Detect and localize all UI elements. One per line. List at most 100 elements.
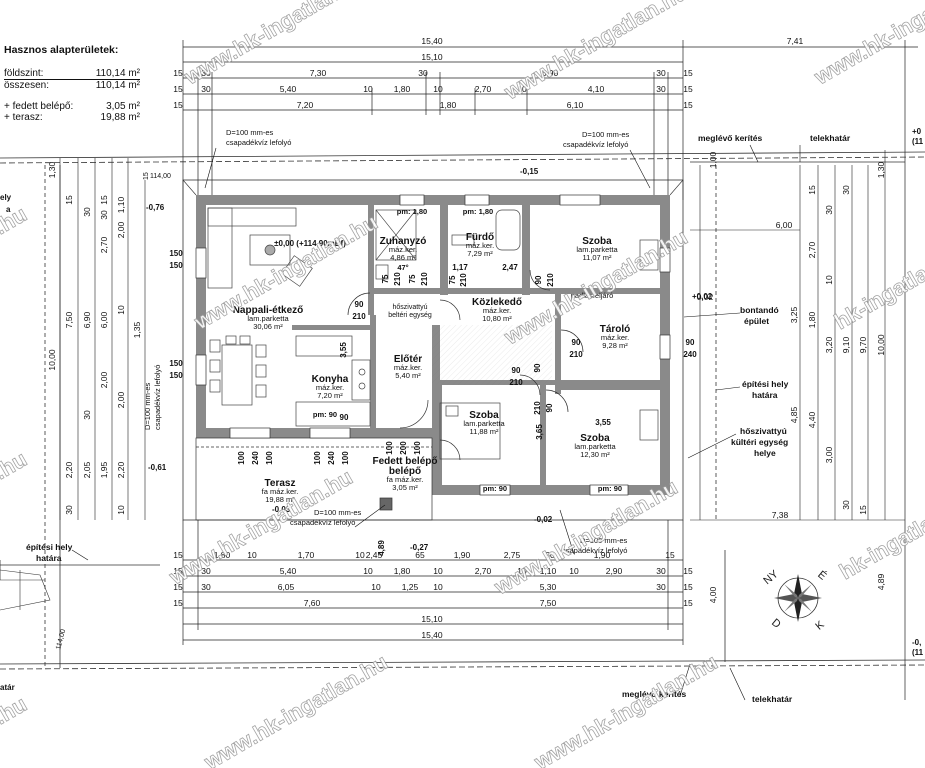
room-tarolo-name: Tároló — [600, 324, 631, 335]
dim-label: 5,30 — [540, 582, 557, 592]
elevation-label: ±0,00 (+114,90mBf) — [274, 239, 346, 248]
dim-label: 15 — [173, 550, 183, 560]
downpipe-note: D=100 mm-es — [226, 128, 274, 137]
dim-label: 2,20 — [116, 461, 126, 478]
boundary-label: telekhatár — [810, 133, 851, 143]
parapet-label: pm: 1,80 — [463, 207, 493, 216]
room-kozlekedo-name: Közlekedő — [472, 297, 522, 308]
downpipe-note: D=100 mm-es — [582, 130, 630, 139]
annotations: D=100 mm-es csapadékvíz lefolyó D=100 mm… — [143, 128, 630, 555]
dim-label: 4,40 — [807, 411, 817, 428]
dim-label: 10 — [824, 275, 834, 285]
dim-label: 1,90 — [454, 550, 471, 560]
room-szoba3-name: Szoba — [580, 433, 610, 444]
dim-label: 30 — [841, 500, 851, 510]
room-fedett-area: 3,05 m² — [392, 483, 418, 492]
dim-label: 1,80 — [440, 100, 457, 110]
dim-label: 15 — [683, 68, 693, 78]
room-szoba1-name: Szoba — [582, 236, 612, 247]
interior-dims: 150 150 150 150 90 210 3,55 75 210 75 21… — [169, 249, 697, 556]
usable-area-summary: Hasznos alapterületek: földszint:110,14 … — [4, 44, 140, 123]
leader-lines — [71, 144, 801, 701]
dim-label: 10 — [517, 84, 527, 94]
dim-top-15-40: 15,40 — [421, 36, 443, 46]
left-dim-lines — [59, 158, 146, 520]
left-stair — [0, 569, 51, 611]
compass-d: D — [769, 617, 783, 631]
dim-label: 15 — [173, 566, 183, 576]
attic-label: padlásfeljáró — [571, 291, 614, 300]
watermark: www.hk-ingatlan.hu — [199, 649, 392, 768]
bottom-dim-text: 15 1,80 10 1,70 10 2,45 65 1,90 2,75 90 … — [173, 550, 693, 640]
room-szoba1-floor: lam.parketta — [576, 245, 618, 254]
dim-label: 10 — [433, 84, 443, 94]
room-konyha-floor: máz.ker. — [316, 383, 344, 392]
right-dim-text: 10,00 9,70 9,10 3,20 4,40 3,00 4,85 3,25… — [697, 151, 886, 603]
dim-label: 0,02 — [697, 292, 714, 302]
dim-label: 30 — [201, 582, 211, 592]
watermark: www.hk-ingatlan.hu — [164, 464, 357, 590]
dim-label: 2,00 — [116, 391, 126, 408]
dim-label: 114,00 — [55, 628, 67, 650]
int-dim: 100 — [385, 441, 394, 455]
dim-label: 1,80 — [394, 566, 411, 576]
room-fedett-name: Fedett belépő — [372, 456, 437, 467]
watermark: hk-ingatlan.hu — [830, 238, 925, 335]
angle-label: 47° — [397, 263, 408, 272]
dim-label: 10,00 — [47, 349, 57, 371]
dim-label: 6,05 — [278, 582, 295, 592]
room-szoba2-floor: lam.parketta — [463, 419, 505, 428]
dim-label: 15 — [64, 195, 74, 205]
dim-label: 10 — [116, 505, 126, 515]
room-tarolo-floor: máz.ker. — [601, 333, 629, 342]
dim-label: 6,00 — [776, 220, 793, 230]
cut-label: ely — [0, 193, 12, 202]
dim-label: 7,30 — [310, 68, 327, 78]
int-dim: 210 — [420, 272, 429, 286]
watermark: .hu — [0, 446, 31, 484]
downpipe-note: D=100 mm-es — [143, 382, 152, 430]
dim-label: 15 — [683, 84, 693, 94]
level-markers: -0,76 -0,61 -0,15 -0,02 -0,27 +0,02 -0,0… — [146, 127, 924, 657]
int-dim: 210 — [569, 350, 583, 359]
downpipe-note: D=100 mm-es — [580, 536, 628, 545]
room-eloter-floor: máz.ker. — [394, 363, 422, 372]
outer-walls — [182, 179, 684, 521]
int-dim: 75 — [408, 274, 417, 283]
dim-label: 15 — [858, 505, 868, 515]
dim-label: 30 — [841, 185, 851, 195]
dim-top-15-10: 15,10 — [421, 52, 443, 62]
dim-label: 1,10 — [116, 196, 126, 213]
dim-label: 2,75 — [504, 550, 521, 560]
dim-label: 15 — [683, 100, 693, 110]
downpipe-note: csapadékvíz lefolyó — [290, 518, 355, 527]
int-dim: 90 — [533, 363, 542, 372]
int-dim: 210 — [509, 378, 523, 387]
dim-label: 2,70 — [99, 236, 109, 253]
dim-label: 1,35 — [132, 321, 142, 338]
room-eloter-name: Előtér — [394, 354, 422, 365]
downpipe-note: csapadékvíz lefolyó — [153, 365, 162, 430]
room-nappali-name: Nappali-étkező — [233, 305, 304, 316]
room-szoba2-name: Szoba — [469, 410, 499, 421]
dim-label: 30 — [82, 410, 92, 420]
dim-label: 15 — [173, 598, 183, 608]
dim-label: 4,10 — [588, 84, 605, 94]
room-terasz-floor: fa máz.ker. — [262, 487, 299, 496]
int-dim: 210 — [546, 273, 555, 287]
dim-label: 3,25 — [789, 306, 799, 323]
dim-label: 15 — [173, 582, 183, 592]
dim-label: 4,85 — [789, 406, 799, 423]
edge-label: +0 — [912, 127, 922, 136]
dim-label: 10 — [363, 84, 373, 94]
hatched-area — [432, 325, 552, 385]
dim-label: 15 — [173, 100, 183, 110]
dim-label: 10 — [517, 566, 527, 576]
area-summary-title: Hasznos alapterületek: — [4, 44, 119, 56]
area-row-ground: földszint:110,14 m² — [4, 68, 140, 80]
dim-label: 1,80 — [214, 550, 231, 560]
dim-label: 6,10 — [567, 100, 584, 110]
dim-label: 2,70 — [475, 84, 492, 94]
dim-label: 10 — [116, 305, 126, 315]
dim-label: 2,00 — [116, 221, 126, 238]
